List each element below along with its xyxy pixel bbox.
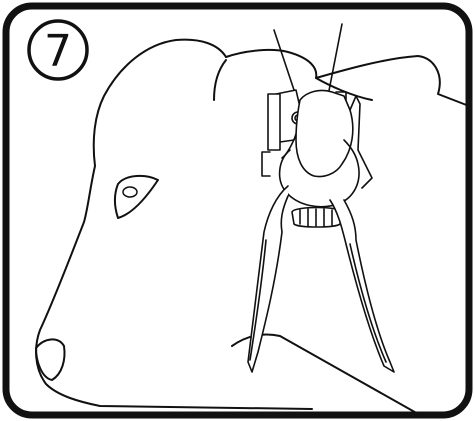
hinge-spring: [292, 208, 342, 228]
step-badge: 7: [29, 21, 87, 79]
step-number: 7: [44, 26, 72, 77]
pin-holder-plate: [268, 94, 280, 150]
